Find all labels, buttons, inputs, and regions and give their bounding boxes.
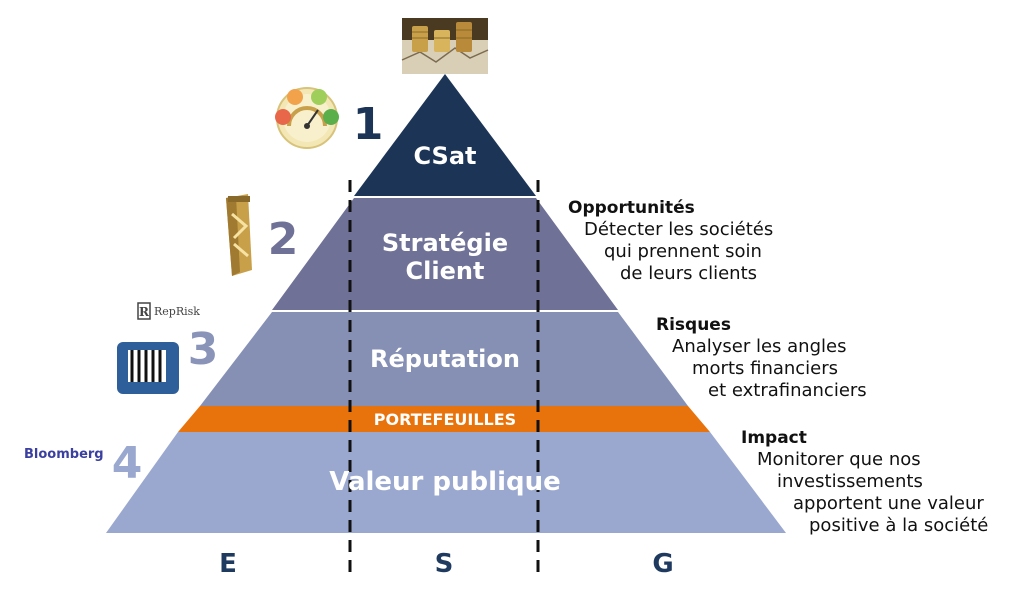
annotation-impact-head: Impact xyxy=(741,428,807,448)
level-number-1: 1 xyxy=(353,99,384,150)
annotation-impact-line4: positive à la société xyxy=(809,515,989,536)
zebra-logo-icon xyxy=(117,342,179,394)
annotation-opportunites-line1: Détecter les sociétés xyxy=(584,219,774,240)
annotation-risques-line1: Analyser les angles xyxy=(672,336,847,357)
bloomberg-logo: Bloomberg xyxy=(24,447,104,462)
tier-2-label-line1: Stratégie xyxy=(382,229,508,257)
axis-label-e: E xyxy=(219,549,237,579)
annotation-opportunites-line3: de leurs clients xyxy=(620,263,758,284)
axis-label-g: G xyxy=(652,549,673,579)
annotation-opportunites: Opportunités Détecter les sociétés qui p… xyxy=(568,197,773,285)
reprisk-logo-icon: R RepRisk xyxy=(137,302,200,320)
annotation-risques-line3: et extrafinanciers xyxy=(708,380,867,401)
tier-3-reputation xyxy=(200,312,688,406)
axis-label-s: S xyxy=(435,549,454,579)
tier-band-portefeuilles xyxy=(178,406,710,432)
annotation-impact-line3: apportent une valeur xyxy=(793,493,984,514)
tier-1-csat xyxy=(354,74,536,196)
satisfaction-gauge-icon xyxy=(275,87,339,149)
level-number-2: 2 xyxy=(268,214,299,265)
reprisk-logo-text: RepRisk xyxy=(154,305,200,318)
annotation-risques-head: Risques xyxy=(656,315,731,335)
coins-photo-icon xyxy=(401,18,489,74)
annotation-impact: Impact Monitorer que nos investissements… xyxy=(741,427,988,537)
annotation-opportunites-line2: qui prennent soin xyxy=(604,241,762,262)
level-number-3: 3 xyxy=(188,324,219,375)
gold-wrapper-icon xyxy=(226,194,252,276)
annotation-impact-line2: investissements xyxy=(777,471,923,492)
level-number-4: 4 xyxy=(112,438,143,489)
annotation-opportunites-head: Opportunités xyxy=(568,198,695,218)
annotation-risques: Risques Analyser les angles morts financ… xyxy=(656,314,867,402)
annotation-impact-line1: Monitorer que nos xyxy=(757,449,921,470)
svg-text:R: R xyxy=(139,305,150,319)
band-label: PORTEFEUILLES xyxy=(374,410,516,429)
tier-1-label: CSat xyxy=(413,142,476,170)
tier-4-label: Valeur publique xyxy=(329,467,561,497)
annotation-risques-line2: morts financiers xyxy=(692,358,839,379)
tier-2-strategie-client xyxy=(272,198,618,310)
tier-3-label: Réputation xyxy=(370,345,520,373)
tier-2-label-line2: Client xyxy=(406,257,485,285)
tier-4-valeur-publique xyxy=(106,432,786,533)
